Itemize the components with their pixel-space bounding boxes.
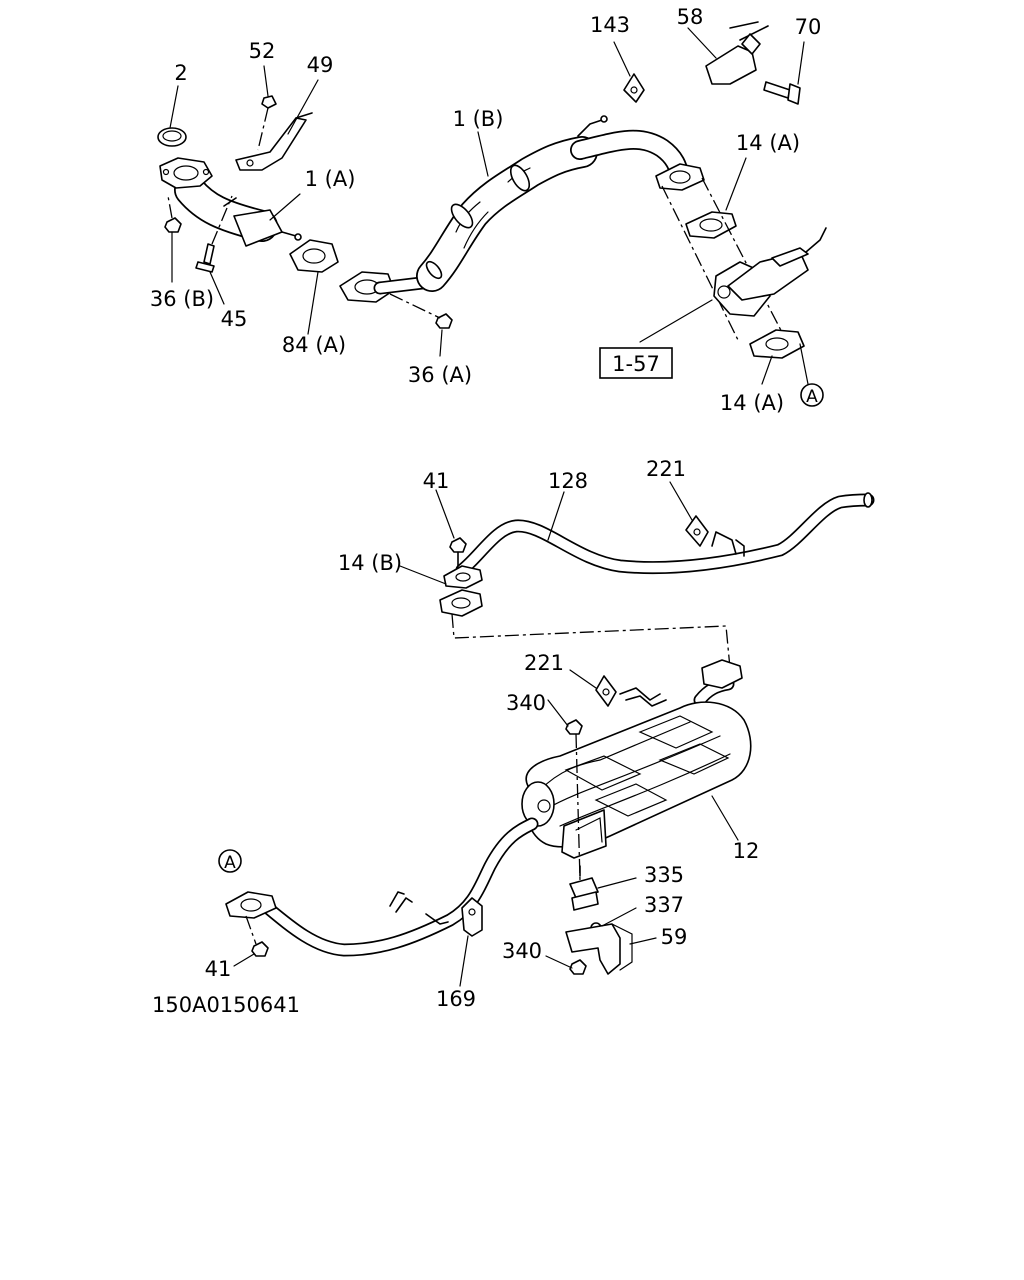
marker-a-bottom: A [218,849,242,873]
label-221-mid: 221 [524,651,564,675]
label-1a: 1 (A) [305,167,356,191]
muffler-12 [521,659,752,859]
flange-1a [159,157,213,189]
label-340-bottom: 340 [502,939,542,963]
hanger-221-top [685,515,709,547]
nut-36b [164,217,182,233]
label-143: 143 [590,13,630,37]
label-169: 169 [436,987,476,1011]
label-49: 49 [307,53,334,77]
diagram-id: 150A0150641 [152,993,300,1017]
label-52: 52 [249,39,276,63]
gasket-2 [157,127,187,147]
marker-a-top-text: A [806,387,818,407]
label-340-top: 340 [506,691,546,715]
bolt-70 [763,81,801,105]
label-221-top: 221 [646,457,686,481]
label-41-top: 41 [423,469,450,493]
bracket-49 [235,112,313,171]
hanger-169 [461,897,483,937]
label-128: 128 [548,469,588,493]
label-36b: 36 (B) [150,287,214,311]
label-14b: 14 (B) [338,551,402,575]
gasket-84a [289,239,339,273]
tailpipe-128 [455,492,875,577]
label-337: 337 [644,893,684,917]
front-pipe-1a [174,174,302,247]
label-59: 59 [661,925,688,949]
label-2: 2 [174,61,187,85]
bracket-59 [565,923,633,975]
gasket-14b [439,589,483,617]
label-41-bottom: 41 [205,957,232,981]
label-70: 70 [795,15,822,39]
reference-box: 1-57 [599,347,673,379]
reference-text: 1-57 [612,352,660,376]
label-12: 12 [733,839,760,863]
marker-a-top: A [800,383,824,407]
gasket-14a-bottom [749,329,805,359]
nut-52 [261,95,277,109]
label-14a-top: 14 (A) [736,131,800,155]
label-1b: 1 (B) [453,107,504,131]
label-84a: 84 (A) [282,333,346,357]
marker-a-bottom-text: A [224,853,236,873]
label-45: 45 [221,307,248,331]
hanger-221-mid [595,675,667,707]
rear-pipe [225,817,539,957]
nut-36a [435,313,453,329]
hanger-143 [623,73,645,103]
sensor-1-57 [713,227,827,317]
flange-top [655,163,705,191]
gasket-14a-top [685,211,737,239]
nut-340-top [565,719,583,735]
label-36a: 36 (A) [408,363,472,387]
pipe-1b [339,115,690,303]
label-14a-bottom: 14 (A) [720,391,784,415]
nut-41-bottom [251,941,269,957]
label-335: 335 [644,863,684,887]
bolt-45 [195,243,215,273]
flange-128 [443,565,483,589]
label-58: 58 [677,5,704,29]
mount-335 [569,865,599,911]
nut-41-top [449,537,467,567]
protector-58 [705,21,769,85]
nut-340-bottom [569,959,587,975]
